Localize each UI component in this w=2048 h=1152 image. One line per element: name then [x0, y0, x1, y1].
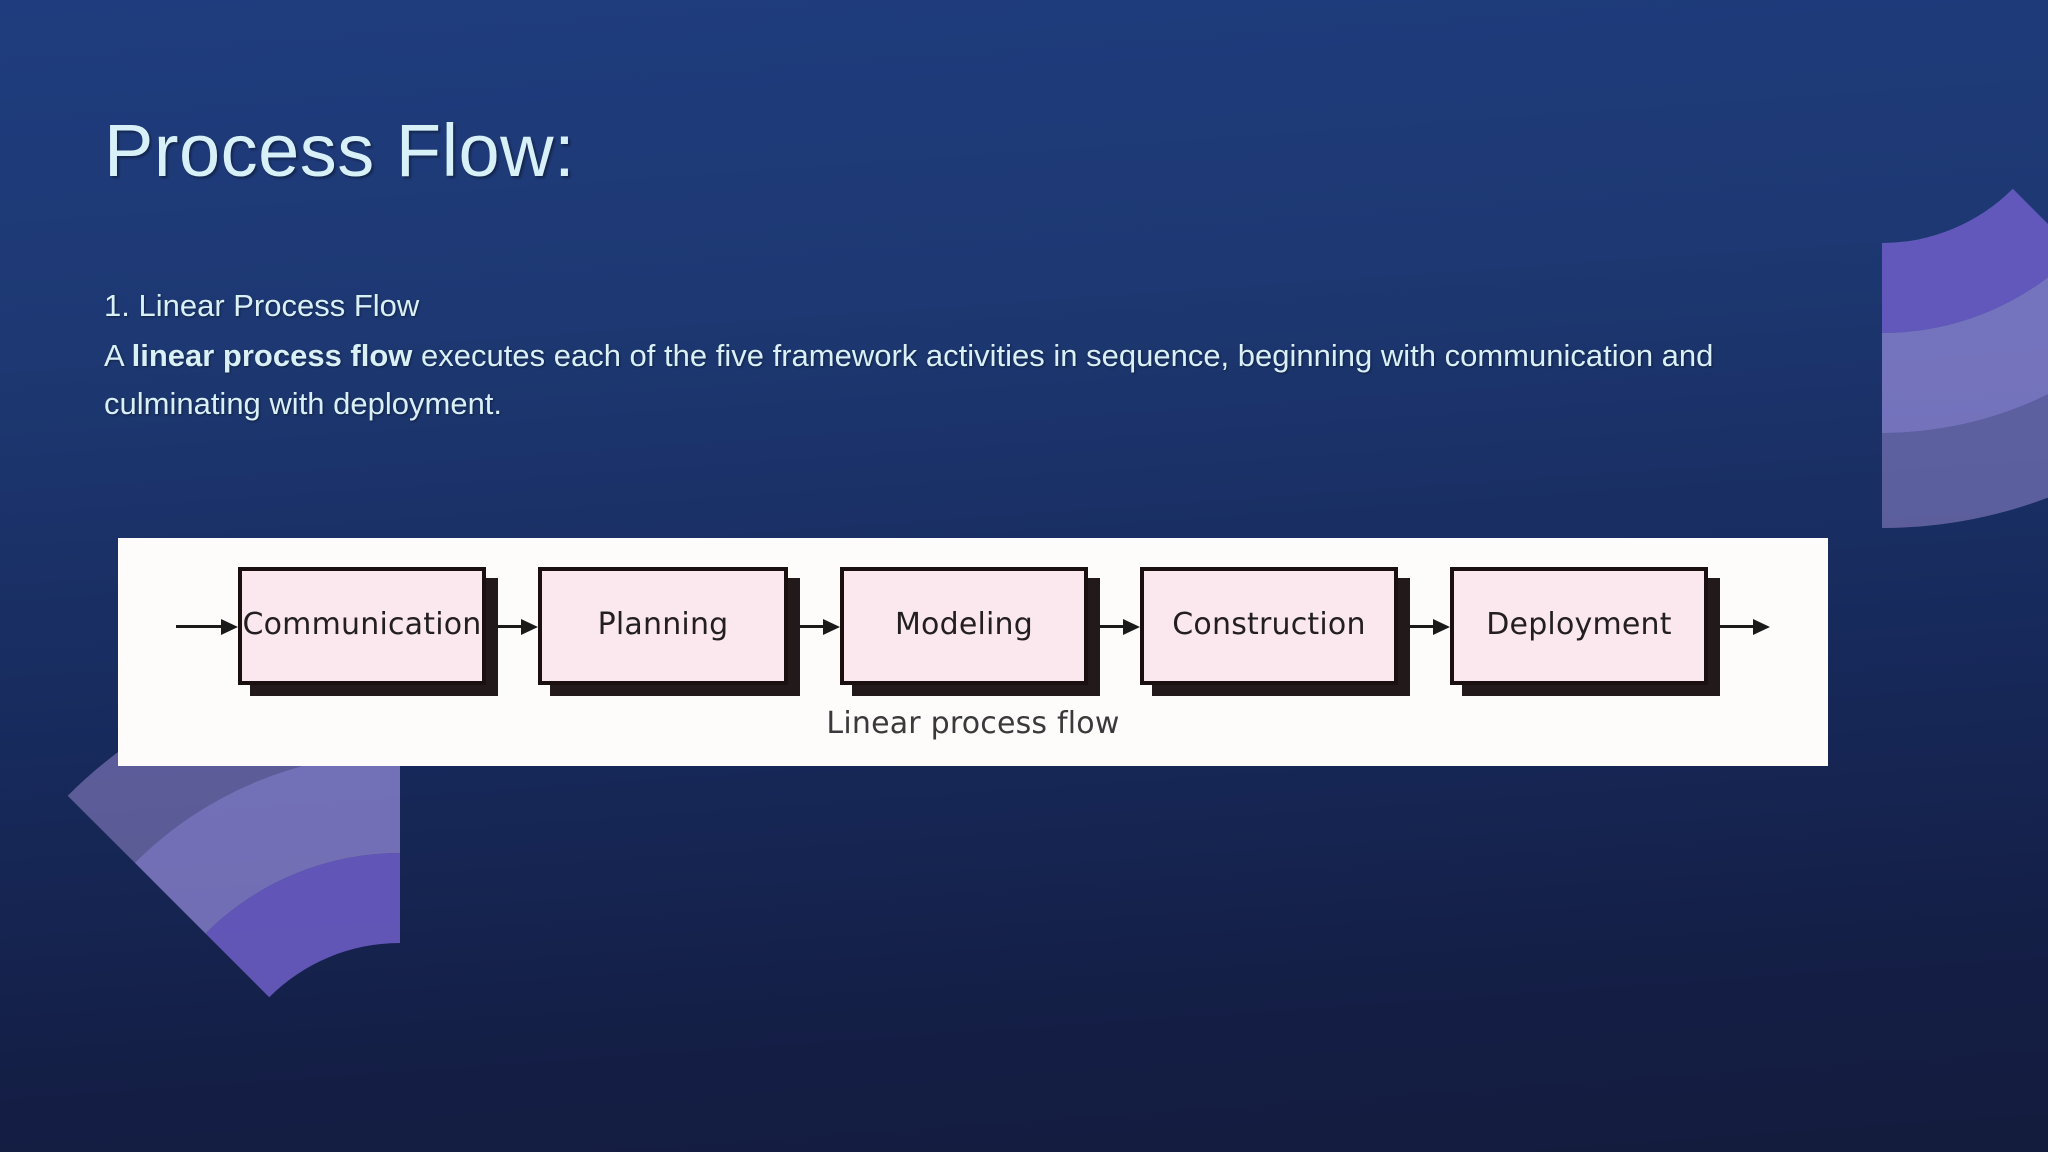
paragraph-text-after-bold: executes each of the five framework acti…	[104, 338, 1714, 421]
stage-box[interactable]: Construction	[1140, 567, 1398, 685]
stage-box[interactable]: Modeling	[840, 567, 1088, 685]
paragraph-bold-term: linear process flow	[131, 338, 413, 373]
linear-process-flow-figure: Communication Planning Modelin	[118, 538, 1828, 766]
arrow-head	[823, 619, 840, 635]
stage-box[interactable]: Communication	[238, 567, 486, 685]
flow-row: Communication Planning Modelin	[118, 556, 1828, 696]
body-text-block: 1. Linear Process Flow A linear process …	[104, 282, 1834, 428]
body-paragraph: A linear process flow executes each of t…	[104, 332, 1834, 428]
figure-caption: Linear process flow	[826, 706, 1120, 741]
arrow-shaft	[486, 625, 522, 628]
arrow-shaft	[176, 625, 224, 628]
arrow-head	[221, 619, 238, 635]
arrow-head	[1433, 619, 1450, 635]
arrow-icon-entry	[176, 619, 238, 635]
stage-label: Construction	[1172, 606, 1366, 642]
arrow-icon-4	[1398, 619, 1450, 635]
arrow-icon-2	[788, 619, 840, 635]
stage-label: Planning	[597, 606, 729, 642]
arrow-icon-3	[1088, 619, 1140, 635]
arrow-icon-exit	[1708, 619, 1770, 635]
arrow-shaft	[788, 625, 824, 628]
stage-box[interactable]: Planning	[538, 567, 788, 685]
paragraph-text-before-bold: A	[104, 338, 132, 373]
arrow-head	[1753, 619, 1770, 635]
flow-stage-modeling[interactable]: Modeling	[840, 556, 1100, 696]
arrow-head	[1123, 619, 1140, 635]
flow-stage-planning[interactable]: Planning	[538, 556, 800, 696]
arrow-head	[521, 619, 538, 635]
stage-label: Modeling	[894, 606, 1034, 642]
arrow-shaft	[1088, 625, 1124, 628]
arrow-icon-1	[486, 619, 538, 635]
flow-stage-communication[interactable]: Communication	[238, 556, 498, 696]
flow-stage-deployment[interactable]: Deployment	[1450, 556, 1720, 696]
stage-box[interactable]: Deployment	[1450, 567, 1708, 685]
stage-label: Communication	[242, 606, 482, 642]
flow-stage-construction[interactable]: Construction	[1140, 556, 1410, 696]
arrow-shaft	[1398, 625, 1434, 628]
stage-label: Deployment	[1486, 606, 1672, 642]
arrow-shaft	[1708, 625, 1756, 628]
body-heading: 1. Linear Process Flow	[104, 288, 420, 323]
page-title: Process Flow:	[104, 109, 576, 192]
